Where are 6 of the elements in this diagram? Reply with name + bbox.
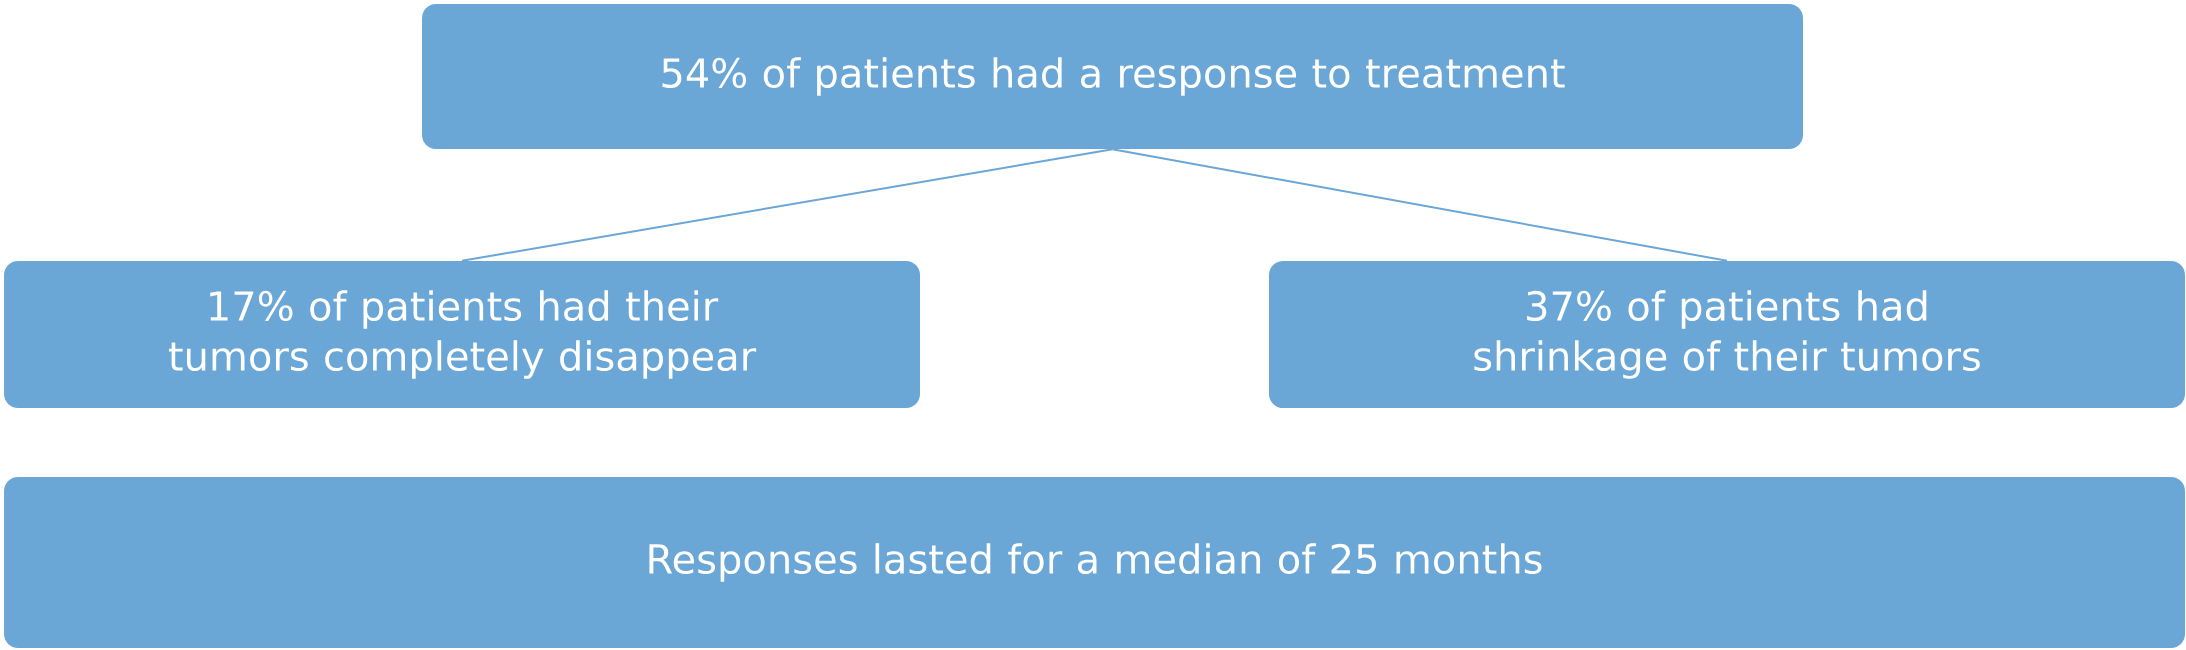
text-box: 54% of patients had a response to treatment [422,4,1803,149]
connector-line [461,148,1114,262]
connector-line [1111,148,1728,262]
text-box: Responses lasted for a median of 25 months [4,477,2185,648]
text-box: 37% of patients had shrinkage of their tumors [1269,261,2185,408]
text-box: 17% of patients had their tumors completely disappear [4,261,920,408]
